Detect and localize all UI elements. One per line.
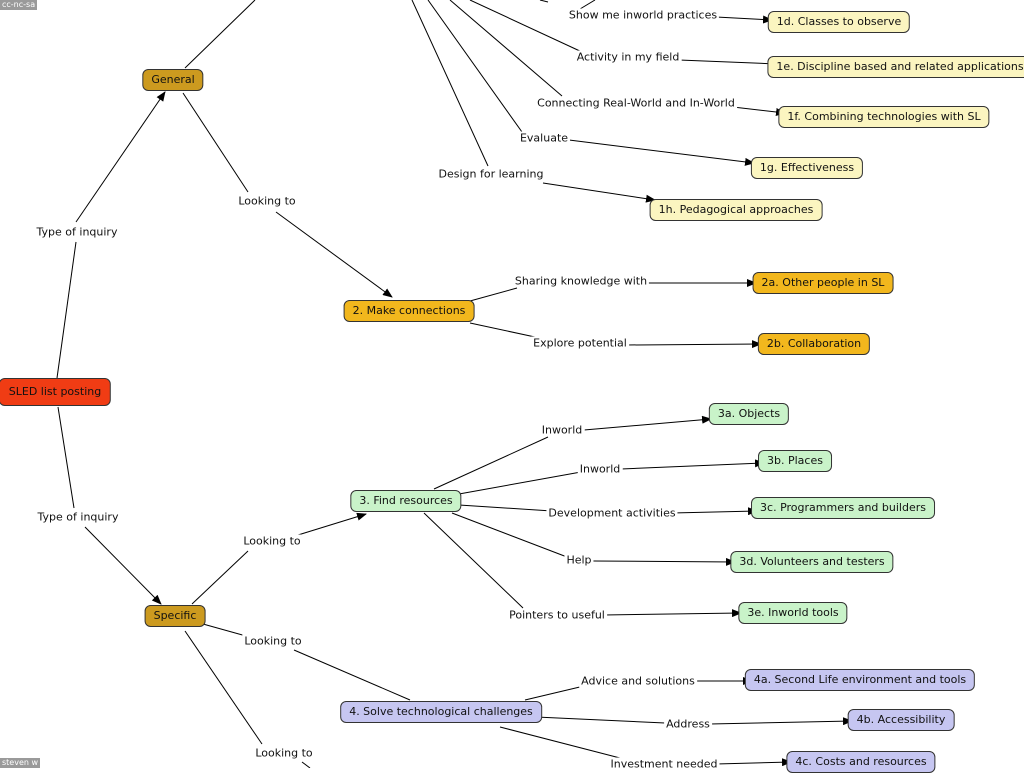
node-3-find-resources[interactable]: 3. Find resources xyxy=(350,490,462,512)
connector-line xyxy=(469,0,583,53)
link-label-looking-to-specific-3: Looking to xyxy=(253,746,315,760)
connector-line xyxy=(182,92,249,193)
link-label-advice: Advice and solutions xyxy=(579,674,697,688)
node-4-solve-tech-challenges[interactable]: 4. Solve technological challenges xyxy=(340,701,542,723)
node-1h-pedagogical-approaches[interactable]: 1h. Pedagogical approaches xyxy=(649,199,823,221)
connector-line xyxy=(427,0,523,133)
connector-line xyxy=(301,761,311,768)
link-label-pointers: Pointers to useful xyxy=(507,608,607,622)
connector-arrow xyxy=(603,609,742,618)
connector-arrow xyxy=(592,557,736,566)
connector-line xyxy=(458,504,553,512)
connector-arrow xyxy=(75,91,166,223)
connector-arrow xyxy=(620,459,765,470)
connector-line xyxy=(539,0,549,3)
link-label-address: Address xyxy=(664,717,712,731)
node-1d-classes-to-observe[interactable]: 1d. Classes to observe xyxy=(767,11,911,33)
link-label-looking-to-specific-2: Looking to xyxy=(242,634,304,648)
connector-line xyxy=(423,512,524,609)
link-label-inworld-a: Inworld xyxy=(539,423,585,437)
connector-line xyxy=(469,322,536,338)
node-2-make-connections[interactable]: 2. Make connections xyxy=(343,300,475,322)
link-label-looking-to-general: Looking to xyxy=(236,194,298,208)
author-watermark: steven w xyxy=(0,758,41,768)
link-label-type-inquiry-top: Type of inquiry xyxy=(34,225,120,239)
link-label-evaluate: Evaluate xyxy=(517,131,571,145)
connector-line xyxy=(293,649,411,701)
connector-line xyxy=(433,436,549,490)
link-label-explore: Explore potential xyxy=(531,336,629,350)
connector-line xyxy=(184,0,256,69)
node-3b-places[interactable]: 3b. Places xyxy=(758,450,832,472)
connector-arrow xyxy=(671,507,758,516)
node-sled-list-posting[interactable]: SLED list posting xyxy=(0,378,112,406)
connector-line xyxy=(499,726,621,759)
connector-line xyxy=(449,0,563,97)
node-3d-volunteers-testers[interactable]: 3d. Volunteers and testers xyxy=(730,551,894,573)
node-4b-accessibility[interactable]: 4b. Accessibility xyxy=(847,709,955,731)
node-3e-inworld-tools[interactable]: 3e. Inworld tools xyxy=(738,602,848,624)
link-label-connecting: Connecting Real-World and In-World xyxy=(535,96,737,110)
connector-arrow xyxy=(715,758,792,767)
connector-arrow xyxy=(275,211,393,298)
connector-line xyxy=(535,716,666,724)
connector-arrow xyxy=(84,526,162,605)
link-label-development: Development activities xyxy=(546,506,678,520)
connector-line xyxy=(57,406,75,509)
node-1f-combining-technologies[interactable]: 1f. Combining technologies with SL xyxy=(778,106,990,128)
link-label-looking-to-specific-1: Looking to xyxy=(241,534,303,548)
connector-line xyxy=(202,623,247,637)
connector-line xyxy=(56,241,77,379)
connector-arrow xyxy=(297,512,367,536)
connector-line xyxy=(469,287,518,302)
node-2b-collaboration[interactable]: 2b. Collaboration xyxy=(757,333,871,355)
link-label-sharing: Sharing knowledge with xyxy=(512,274,650,288)
node-1g-effectiveness[interactable]: 1g. Effectiveness xyxy=(750,157,864,179)
connector-arrow xyxy=(678,59,778,68)
connector-line xyxy=(411,0,489,167)
link-label-investment: Investment needed xyxy=(608,757,720,771)
link-label-show-inworld: Show me inworld practices xyxy=(566,8,720,22)
node-4a-second-life-environment[interactable]: 4a. Second Life environment and tools xyxy=(744,669,976,691)
link-label-activity-field: Activity in my field xyxy=(574,50,682,64)
connector-arrow xyxy=(709,717,853,726)
connector-arrow xyxy=(715,15,773,24)
node-3a-objects[interactable]: 3a. Objects xyxy=(708,403,790,425)
node-2a-other-people[interactable]: 2a. Other people in SL xyxy=(752,272,894,294)
connector-line xyxy=(184,630,263,745)
link-label-inworld-b: Inworld xyxy=(577,462,623,476)
connector-line xyxy=(451,512,568,558)
node-general[interactable]: General xyxy=(142,69,204,91)
node-4c-costs-resources[interactable]: 4c. Costs and resources xyxy=(786,751,936,773)
node-specific[interactable]: Specific xyxy=(144,605,206,627)
connector-arrow xyxy=(542,182,656,203)
connector-line xyxy=(458,471,582,495)
connector-arrow xyxy=(732,106,786,116)
node-3c-programmers-builders[interactable]: 3c. Programmers and builders xyxy=(751,497,935,519)
connector-arrow xyxy=(626,340,762,349)
connector-arrow xyxy=(583,415,712,431)
connector-line xyxy=(191,550,249,605)
connector-line xyxy=(524,685,585,701)
link-label-help: Help xyxy=(564,553,594,567)
node-1e-discipline-based[interactable]: 1e. Discipline based and related applica… xyxy=(767,56,1024,78)
connector-arrow xyxy=(568,139,755,166)
link-label-type-inquiry-bottom: Type of inquiry xyxy=(35,510,121,524)
license-watermark: cc-nc-sa xyxy=(0,0,38,10)
link-label-design: Design for learning xyxy=(436,167,546,181)
